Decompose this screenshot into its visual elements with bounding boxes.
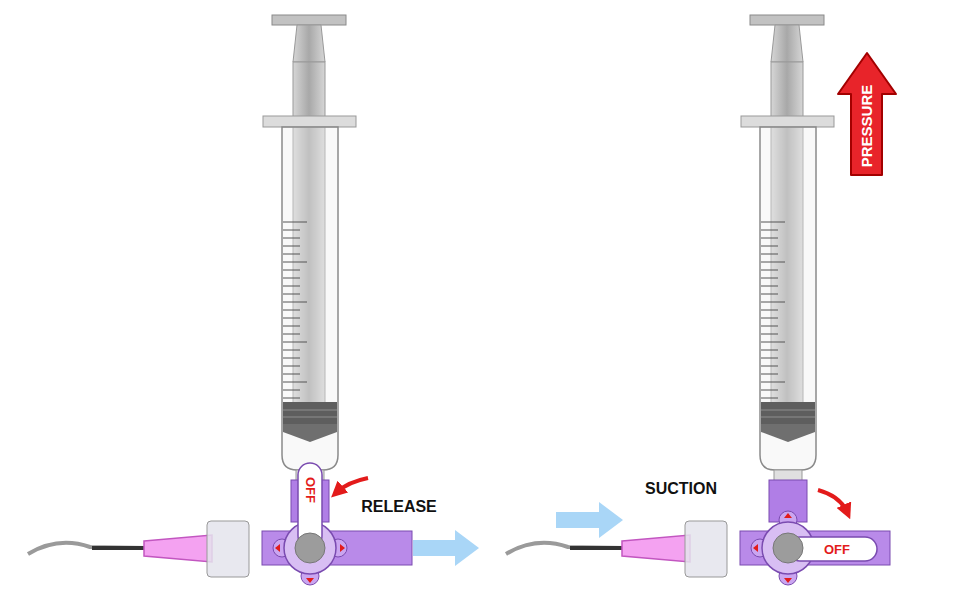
plunger-cap bbox=[272, 15, 346, 25]
graduation-mark bbox=[283, 382, 307, 383]
graduation-mark bbox=[283, 334, 300, 335]
graduation-mark bbox=[283, 358, 300, 359]
graduation-mark bbox=[283, 350, 300, 351]
catheter-wire bbox=[28, 543, 146, 554]
flow-arrow bbox=[413, 530, 479, 566]
graduation-mark bbox=[283, 302, 307, 303]
graduation-mark bbox=[283, 238, 300, 239]
graduation-mark bbox=[283, 270, 300, 271]
graduation-marks bbox=[283, 222, 307, 398]
graduation-mark bbox=[283, 374, 300, 375]
graduation-mark bbox=[283, 262, 307, 263]
valve-center bbox=[295, 533, 325, 563]
valve-state-label: OFF bbox=[304, 477, 317, 503]
graduation-mark bbox=[283, 246, 300, 247]
graduation-mark bbox=[283, 222, 307, 223]
graduation-mark bbox=[283, 326, 300, 327]
graduation-mark bbox=[283, 342, 307, 343]
plunger-rod bbox=[293, 25, 325, 62]
graduation-mark bbox=[283, 294, 300, 295]
flow-arrow bbox=[556, 502, 623, 538]
rotation-arrow bbox=[337, 478, 368, 492]
needle-hub bbox=[144, 535, 212, 562]
syringe-with-stopcock bbox=[506, 15, 890, 585]
valve-center bbox=[773, 533, 803, 563]
valve-state-label: OFF bbox=[824, 543, 850, 556]
pressure-arrow bbox=[838, 53, 896, 175]
syringe-barrel bbox=[282, 127, 338, 470]
graduation-mark bbox=[283, 390, 300, 391]
rotation-arrow bbox=[818, 490, 847, 512]
action-label: SUCTION bbox=[645, 481, 717, 497]
graduation-mark bbox=[283, 286, 300, 287]
graduation-mark bbox=[283, 310, 300, 311]
action-label: RELEASE bbox=[361, 499, 437, 515]
barrel-flange bbox=[263, 116, 356, 127]
graduation-mark bbox=[283, 318, 300, 319]
syringe-with-stopcock bbox=[28, 15, 412, 585]
graduation-mark bbox=[283, 278, 300, 279]
pressure-label: PRESSURE bbox=[859, 85, 874, 168]
graduation-mark bbox=[283, 230, 300, 231]
graduation-mark bbox=[283, 366, 300, 367]
luer-connector bbox=[207, 521, 249, 577]
graduation-mark bbox=[283, 254, 300, 255]
graduation-mark bbox=[283, 398, 300, 399]
catheter-wire bbox=[92, 546, 146, 550]
